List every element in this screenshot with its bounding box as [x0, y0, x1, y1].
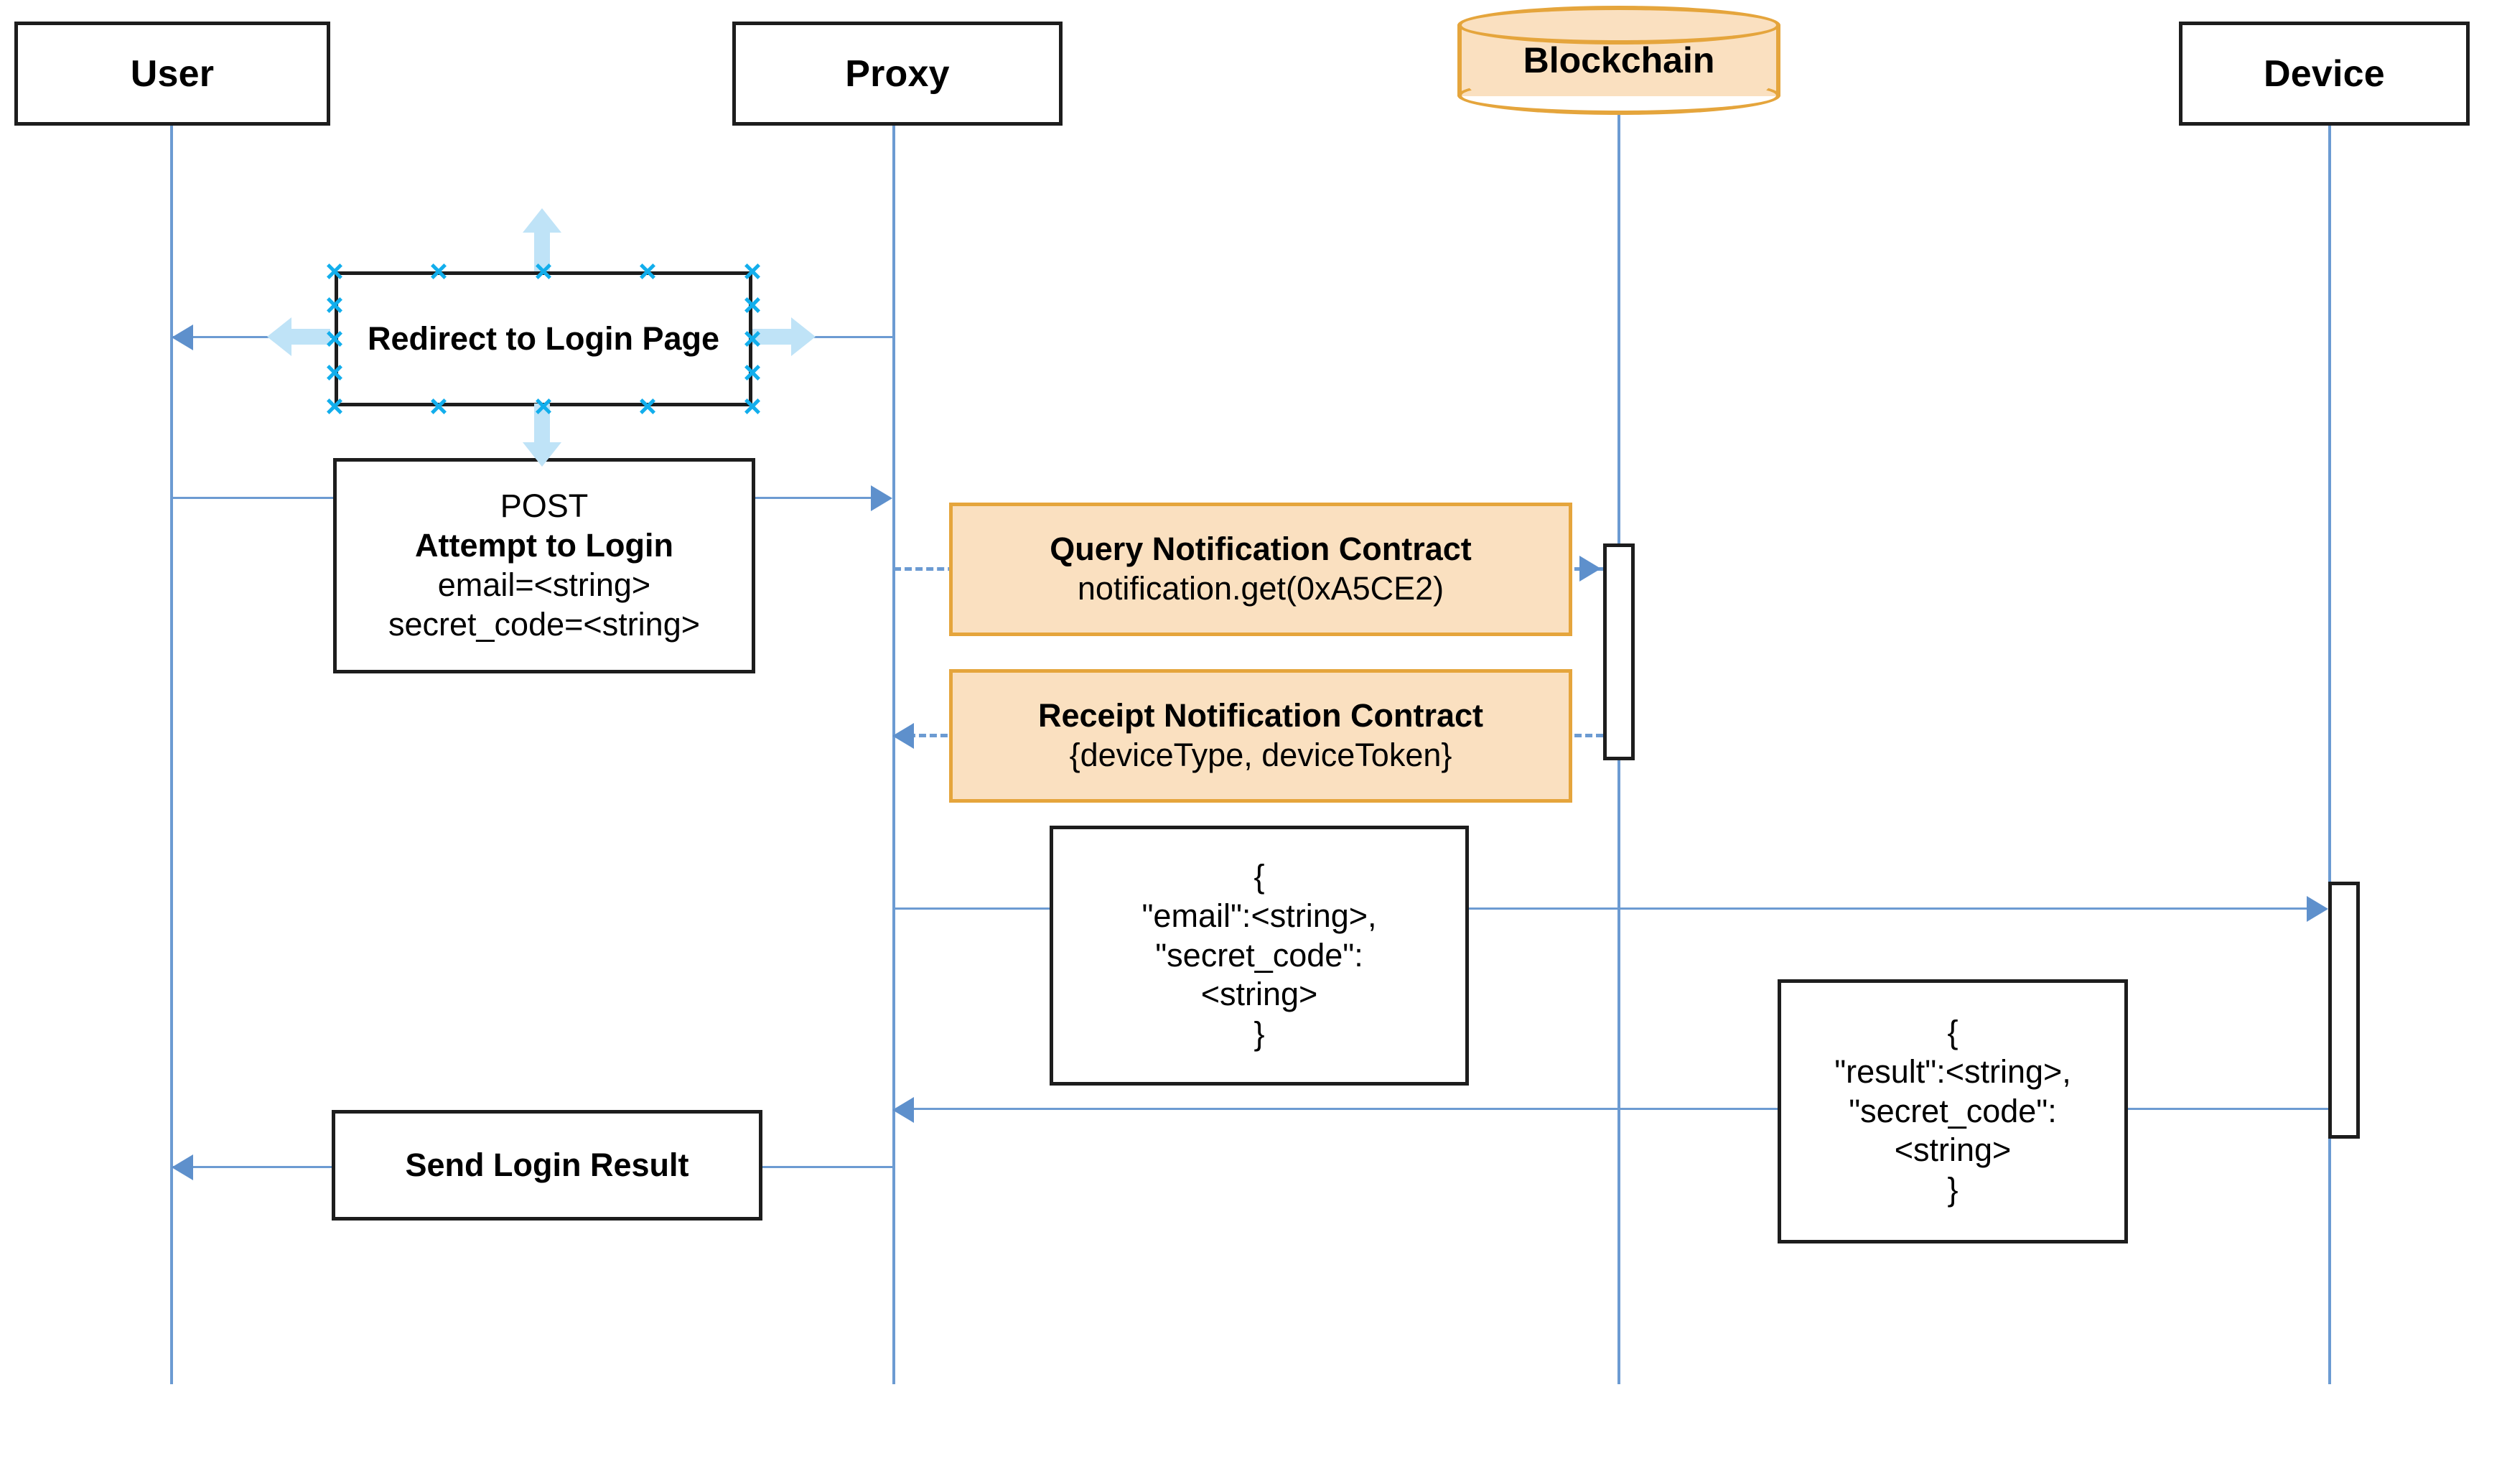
message-box-redirect[interactable]: Redirect to Login Page: [335, 271, 752, 406]
participant-proxy-label: Proxy: [845, 52, 950, 95]
message-box-attempt-login[interactable]: POST Attempt to Login email=<string> sec…: [333, 458, 755, 673]
arrowhead-attempt-login: [871, 485, 892, 511]
activation-bar-blockchain[interactable]: [1603, 543, 1635, 760]
message-box-device-result[interactable]: { "result":<string>, "secret_code": <str…: [1778, 979, 2128, 1243]
message-box-query-notification[interactable]: Query Notification Contract notification…: [949, 503, 1572, 636]
message-label-line: "secret_code":: [1849, 1092, 2057, 1129]
arrowhead-send-login-result: [172, 1154, 193, 1180]
cylinder-top: [1457, 6, 1780, 45]
arrowhead-device-result: [892, 1097, 914, 1123]
message-line-device-result[interactable]: [908, 1108, 2331, 1110]
arrowhead-query-notification: [1579, 556, 1601, 582]
message-label-line: notification.get(0xA5CE2): [1077, 570, 1444, 607]
message-label-line: {deviceType, deviceToken}: [1069, 737, 1452, 773]
message-label-line: Redirect to Login Page: [367, 319, 720, 357]
message-label-line: POST: [500, 487, 589, 525]
message-label-line: Attempt to Login: [415, 527, 673, 564]
participant-blockchain[interactable]: Blockchain: [1457, 6, 1780, 115]
message-label-line: Send Login Result: [405, 1146, 689, 1183]
message-label-line: {: [1947, 1013, 1959, 1050]
message-label-line: "secret_code":: [1155, 936, 1363, 974]
message-box-receipt-notification[interactable]: Receipt Notification Contract {deviceTyp…: [949, 669, 1572, 803]
participant-user-label: User: [130, 52, 215, 95]
message-label-line: Query Notification Contract: [1050, 531, 1472, 568]
participant-device[interactable]: Device: [2179, 22, 2470, 126]
message-label-line: "result":<string>,: [1834, 1053, 2071, 1090]
message-label-line: "email":<string>,: [1142, 897, 1377, 934]
hint-arrow-down[interactable]: [521, 403, 563, 467]
arrowhead-receipt-notification: [892, 723, 914, 749]
message-label-line: Receipt Notification Contract: [1037, 697, 1484, 734]
message-label-line: }: [1947, 1171, 1959, 1208]
activation-bar-device[interactable]: [2328, 882, 2360, 1139]
arrowhead-redirect: [172, 325, 193, 350]
message-label-line: }: [1254, 1015, 1265, 1053]
participant-user[interactable]: User: [14, 22, 330, 126]
lifeline-user: [170, 126, 173, 1384]
message-label-line: email=<string>: [437, 566, 651, 603]
message-box-send-credentials[interactable]: { "email":<string>, "secret_code": <stri…: [1050, 826, 1469, 1086]
participant-blockchain-label: Blockchain: [1523, 40, 1715, 80]
message-box-send-login-result[interactable]: Send Login Result: [332, 1110, 762, 1221]
message-label-line: <string>: [1200, 976, 1318, 1013]
cylinder-bottom: [1457, 76, 1780, 115]
participant-blockchain-label-wrap: Blockchain: [1457, 6, 1780, 115]
message-line-send-credentials[interactable]: [894, 907, 2308, 910]
hint-arrow-up[interactable]: [521, 208, 563, 271]
message-label-line: {: [1254, 857, 1265, 895]
lifeline-device: [2328, 126, 2331, 1384]
arrowhead-send-credentials: [2307, 896, 2328, 922]
participant-proxy[interactable]: Proxy: [732, 22, 1063, 126]
participant-device-label: Device: [2264, 52, 2385, 95]
message-label-line: secret_code=<string>: [388, 605, 701, 643]
message-label-line: <string>: [1894, 1131, 2012, 1169]
lifeline-proxy: [892, 126, 895, 1384]
